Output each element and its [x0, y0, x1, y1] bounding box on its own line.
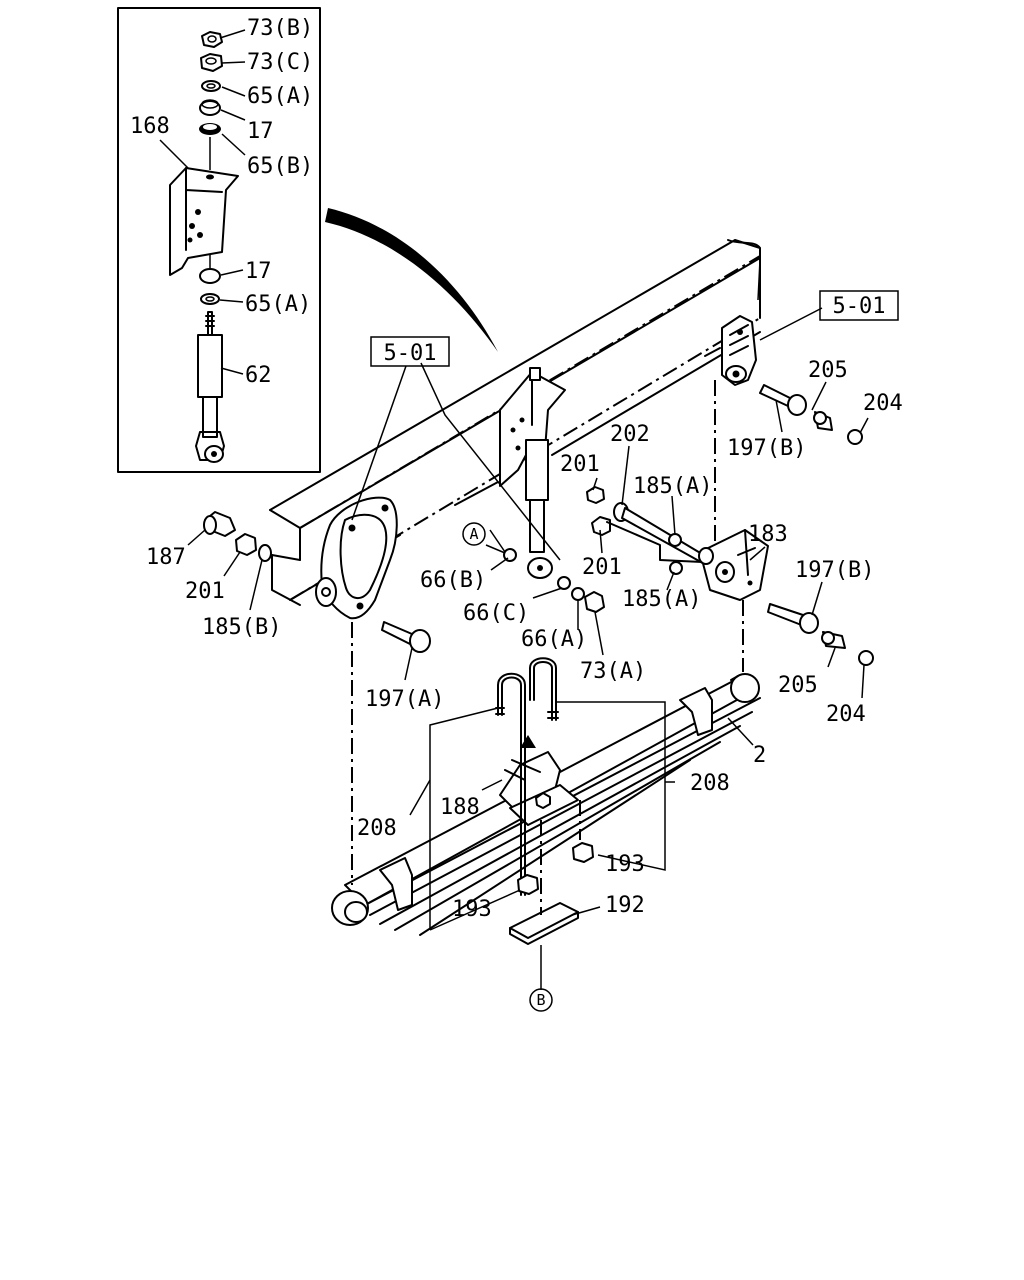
label-66c: 66(C) [463, 601, 529, 626]
label-202: 202 [610, 422, 650, 447]
bolt-197b-upper-icon [759, 384, 807, 416]
label-201-left: 201 [185, 579, 225, 604]
u-bolt-208-icon [495, 657, 581, 896]
leader-lines [187, 307, 869, 931]
inset-label-17-lower: 17 [245, 259, 272, 284]
label-197b-upper: 197(B) [727, 436, 806, 461]
nut-73b-icon [201, 31, 223, 48]
washer-66c-icon [557, 576, 571, 590]
label-187: 187 [146, 545, 186, 570]
marker-b-circle [529, 988, 553, 1012]
inset-label-65a-lower: 65(A) [245, 292, 311, 317]
bolt-197a-icon [381, 621, 431, 653]
bracket-168-icon [169, 167, 239, 276]
bushing-17-top-icon [199, 99, 221, 116]
label-204-upper: 204 [863, 391, 903, 416]
label-185a-upper: 185(A) [633, 474, 712, 499]
detail-pointer-arc [325, 208, 498, 352]
nut-201-upper-icon [586, 486, 605, 504]
marker-b: B [536, 991, 545, 1009]
label-192: 192 [605, 893, 645, 918]
nut-201-lower-icon [591, 516, 611, 536]
nut-201-left-icon [235, 533, 257, 556]
bolt-197b-lower-icon [767, 603, 819, 634]
label-201-upper: 201 [560, 452, 600, 477]
shock-bracket-icon [499, 367, 566, 579]
label-205-upper: 205 [808, 358, 848, 383]
inset-label-62: 62 [245, 363, 272, 388]
inset-frame [117, 7, 321, 473]
cap-204-upper-icon [847, 429, 863, 445]
grease-nipple-187-icon [203, 511, 236, 537]
nut-193-left-icon [517, 874, 539, 895]
inset-label-17: 17 [247, 119, 274, 144]
cap-204-lower-icon [858, 650, 874, 666]
label-197b-lower: 197(B) [795, 558, 874, 583]
label-185b: 185(B) [202, 615, 281, 640]
label-2: 2 [753, 743, 766, 768]
frame-ref-right: 5-01 [833, 294, 886, 319]
label-208-left: 208 [357, 816, 397, 841]
shackle-183-icon [698, 529, 769, 601]
shackle-plate-202-icon [613, 502, 713, 567]
washer-65a-top-icon [201, 80, 221, 92]
marker-a-circle [462, 522, 486, 546]
nut-73c-icon [200, 53, 223, 72]
label-66b: 66(B) [420, 568, 486, 593]
nut-73a-icon [584, 591, 605, 613]
bushing-17-lower-icon [199, 268, 221, 284]
label-66a: 66(A) [521, 627, 587, 652]
inset-label-73c: 73(C) [247, 50, 313, 75]
label-185a-lower: 185(A) [622, 587, 701, 612]
plate-192-icon [509, 902, 579, 939]
label-183: 183 [748, 522, 788, 547]
label-73a: 73(A) [580, 659, 646, 684]
grease-fitting-205-lower-icon [821, 631, 846, 649]
inset-label-65a: 65(A) [247, 84, 313, 109]
label-197a: 197(A) [365, 687, 444, 712]
inset-label-168: 168 [130, 114, 170, 139]
inset-detail [117, 7, 321, 473]
nut-193-right-icon [572, 842, 594, 863]
shock-absorber-62-icon [195, 311, 225, 463]
label-204-lower: 204 [826, 702, 866, 727]
grease-fitting-205-upper-icon [813, 411, 833, 431]
rear-hanger-bracket-icon [704, 315, 757, 386]
frame-ref-left: 5-01 [384, 341, 437, 366]
washer-185a-upper-icon [668, 533, 682, 547]
label-201-mid: 201 [582, 555, 622, 580]
label-188: 188 [440, 795, 480, 820]
marker-a: A [469, 525, 478, 543]
washer-185a-lower-icon [669, 561, 683, 575]
frame-ref-box-right [819, 290, 899, 321]
frame-ref-box-left [370, 336, 450, 367]
inset-label-65b: 65(B) [247, 154, 313, 179]
label-193-left: 193 [452, 897, 492, 922]
label-193-right: 193 [605, 852, 645, 877]
front-hanger-bracket-icon [315, 496, 398, 620]
label-208-right: 208 [690, 771, 730, 796]
washer-66a-icon [571, 587, 585, 601]
label-205-lower: 205 [778, 673, 818, 698]
washer-65b-icon [199, 123, 221, 135]
inset-label-73b: 73(B) [247, 16, 313, 41]
washer-185b-icon [258, 544, 272, 562]
